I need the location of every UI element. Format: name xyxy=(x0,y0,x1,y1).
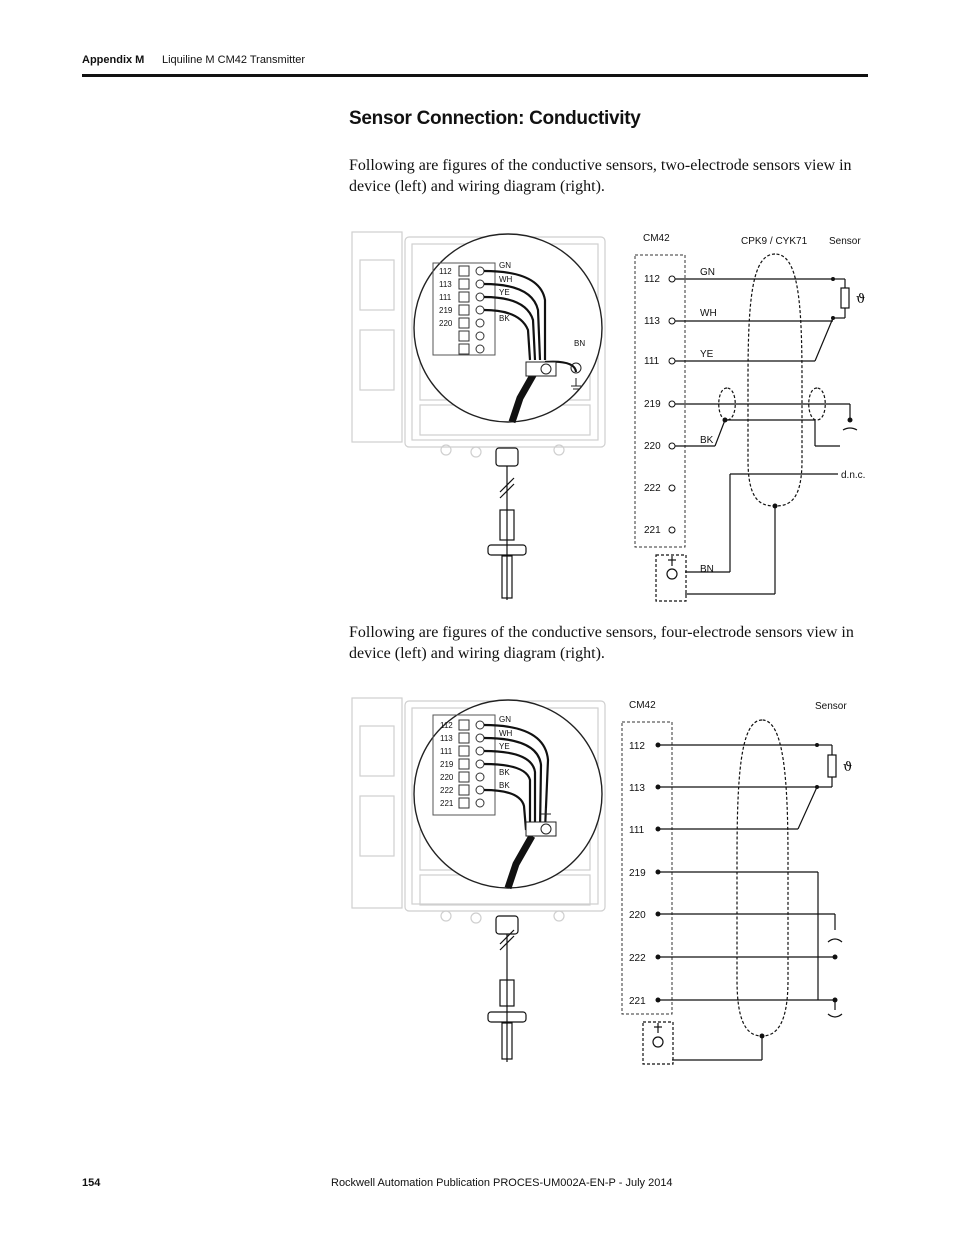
fig2-dev-wire-gn: GN xyxy=(499,715,511,724)
fig1-term-112: 112 xyxy=(644,274,660,285)
fig2-term-113: 113 xyxy=(629,783,645,794)
fig1-sensor-label: Sensor xyxy=(829,236,861,247)
fig2-dev-wire-wh: WH xyxy=(499,729,513,738)
header-rule xyxy=(82,74,868,77)
fig2-sensor-label: Sensor xyxy=(815,701,847,712)
fig2-dev-term-3: 111 xyxy=(440,747,453,756)
fig1-term-222: 222 xyxy=(644,483,661,494)
page-number: 154 xyxy=(82,1177,101,1189)
fig2-theta-symbol: ϑ xyxy=(843,760,852,775)
fig1-detail-circle: 112 113 111 219 220 GN WH YE BK BN xyxy=(413,233,603,424)
fig2-dev-term-4: 219 xyxy=(440,760,454,769)
fig2-dev-term-5: 220 xyxy=(440,773,454,782)
fig1-term-220: 220 xyxy=(644,441,661,452)
fig2-dev-term-7: 221 xyxy=(440,799,454,808)
fig1-term-113: 113 xyxy=(644,316,660,327)
fig1-dev-wire-wh: WH xyxy=(499,275,513,284)
fig1-wire-wh: WH xyxy=(700,308,717,319)
fig2-term-220: 220 xyxy=(629,910,646,921)
fig2-wiring-diagram: CM42 Sensor 112 113 111 219 220 222 221 xyxy=(621,700,852,1065)
fig1-dev-wire-ye: YE xyxy=(499,288,510,297)
fig1-dev-term-2: 113 xyxy=(439,280,452,289)
fig2-dev-term-1: 112 xyxy=(440,721,453,730)
fig1-dev-wire-bn: BN xyxy=(574,339,585,348)
fig1-wiring-diagram: CM42 CPK9 / CYK71 Sensor 112 113 111 219… xyxy=(634,233,865,602)
intro-paragraph-four-electrode: Following are figures of the conductive … xyxy=(349,624,854,662)
fig2-term-222: 222 xyxy=(629,953,646,964)
fig1-wire-gn: GN xyxy=(700,267,715,278)
fig1-term-219: 219 xyxy=(644,399,661,410)
fig2-dev-term-6: 222 xyxy=(440,786,454,795)
fig2-dev-wire-bk-1: BK xyxy=(499,768,510,777)
fig1-sensor-probe xyxy=(487,447,527,600)
fig1-dnc-label: d.n.c. xyxy=(841,470,865,481)
running-header: Appendix M Liquiline M CM42 Transmitter xyxy=(82,54,305,66)
fig1-dev-term-5: 220 xyxy=(439,319,453,328)
fig1-dev-wire-bk: BK xyxy=(499,314,510,323)
fig2-term-221: 221 xyxy=(629,996,646,1007)
fig2-term-112: 112 xyxy=(629,741,645,752)
fig2-detail-circle: 112 113 111 219 220 222 221 GN WH YE BK … xyxy=(413,699,603,890)
fig2-dev-wire-ye: YE xyxy=(499,742,510,751)
fig1-dev-term-3: 111 xyxy=(439,293,452,302)
fig2-term-219: 219 xyxy=(629,868,646,879)
fig1-term-111: 111 xyxy=(644,356,660,367)
fig1-wire-bn: BN xyxy=(700,564,714,575)
fig1-theta-symbol: ϑ xyxy=(856,292,865,307)
fig2-dev-wire-bk-2: BK xyxy=(499,781,510,790)
fig1-dev-term-4: 219 xyxy=(439,306,453,315)
fig2-term-111: 111 xyxy=(629,825,645,836)
intro-paragraph-two-electrode: Following are figures of the conductive … xyxy=(349,157,852,195)
fig1-dev-wire-gn: GN xyxy=(499,261,511,270)
fig2-sensor-probe xyxy=(487,915,527,1062)
fig2-dev-term-2: 113 xyxy=(440,734,453,743)
header-section: Appendix M xyxy=(82,54,145,66)
fig1-dev-term-1: 112 xyxy=(439,267,452,276)
fig2-cm42-label: CM42 xyxy=(629,700,656,711)
fig1-term-221: 221 xyxy=(644,525,661,536)
section-heading: Sensor Connection: Conductivity xyxy=(349,108,641,129)
fig1-cable-label: CPK9 / CYK71 xyxy=(741,236,808,247)
fig1-wire-bk: BK xyxy=(700,435,714,446)
fig1-cm42-label: CM42 xyxy=(643,233,670,244)
header-title: Liquiline M CM42 Transmitter xyxy=(162,54,306,66)
fig1-wire-ye: YE xyxy=(700,349,714,360)
publication-info: Rockwell Automation Publication PROCES-U… xyxy=(331,1177,673,1189)
